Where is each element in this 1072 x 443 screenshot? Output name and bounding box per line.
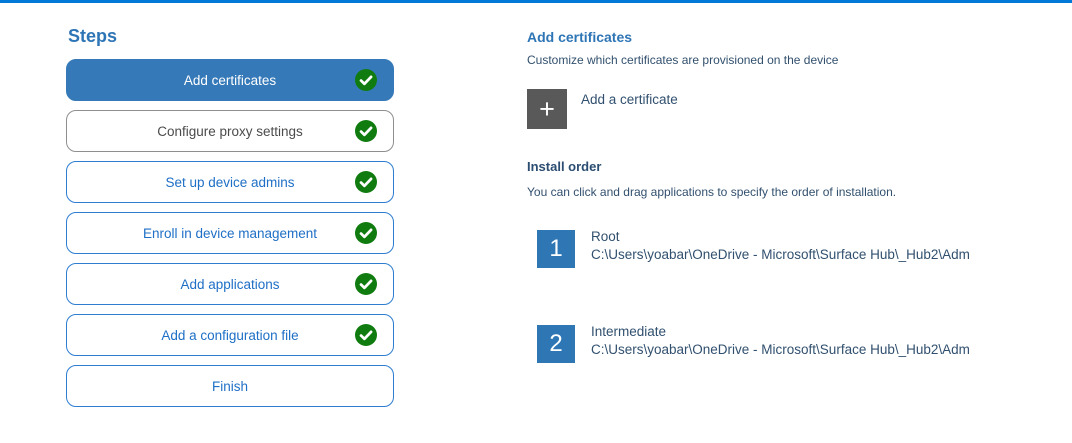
step-label: Configure proxy settings [157, 123, 303, 139]
certificate-path: C:\Users\yoabar\OneDrive - Microsoft\Sur… [591, 342, 970, 357]
certificate-name: Root [591, 229, 620, 244]
order-number-badge: 2 [537, 325, 575, 363]
steps-title: Steps [68, 26, 118, 46]
plus-icon: + [527, 89, 567, 129]
step-button[interactable]: Add applications [66, 263, 394, 305]
step-label: Finish [211, 378, 248, 394]
check-icon [355, 324, 377, 346]
step-button[interactable]: Enroll in device management [66, 212, 394, 254]
check-icon [355, 171, 377, 193]
certificate-name: Intermediate [591, 324, 667, 339]
step-label: Set up device admins [165, 174, 295, 190]
section-title: Add certificates [527, 29, 633, 45]
plus-glyph: + [539, 93, 555, 124]
step-button[interactable]: Add a configuration file [66, 314, 394, 356]
add-certificate-button[interactable]: + Add a certificate [527, 89, 747, 129]
step-label: Add certificates [183, 72, 277, 88]
install-order-subtitle: You can click and drag applications to s… [527, 185, 897, 199]
install-order-item[interactable]: 2 Intermediate C:\Users\yoabar\OneDrive … [537, 323, 1009, 363]
steps-panel: Steps Add certificates Configure proxy s… [66, 26, 394, 407]
certificate-entry: Root C:\Users\yoabar\OneDrive - Microsof… [591, 228, 1009, 264]
step-button[interactable]: Configure proxy settings [66, 110, 394, 152]
top-accent-line [0, 0, 1072, 3]
check-icon [355, 273, 377, 295]
step-button[interactable]: Set up device admins [66, 161, 394, 203]
steps-list: Add certificates Configure proxy setting… [66, 59, 394, 407]
step-button[interactable]: Add certificates [66, 59, 394, 101]
check-icon [355, 222, 377, 244]
check-icon [355, 120, 377, 142]
install-order-item[interactable]: 1 Root C:\Users\yoabar\OneDrive - Micros… [537, 228, 1009, 268]
install-order-list: 1 Root C:\Users\yoabar\OneDrive - Micros… [527, 228, 1009, 363]
check-icon [355, 69, 377, 91]
step-button[interactable]: Finish [66, 365, 394, 407]
add-certificates-panel: Add certificates Customize which certifi… [527, 29, 1009, 420]
order-number-badge: 1 [537, 230, 575, 268]
section-subtitle: Customize which certificates are provisi… [527, 53, 839, 67]
certificate-entry: Intermediate C:\Users\yoabar\OneDrive - … [591, 323, 1009, 359]
certificate-path: C:\Users\yoabar\OneDrive - Microsoft\Sur… [591, 247, 970, 262]
step-label: Enroll in device management [142, 225, 318, 241]
step-label: Add a configuration file [161, 327, 299, 343]
add-certificate-label: Add a certificate [581, 92, 678, 107]
install-order-title: Install order [527, 159, 602, 174]
step-label: Add applications [180, 276, 280, 292]
